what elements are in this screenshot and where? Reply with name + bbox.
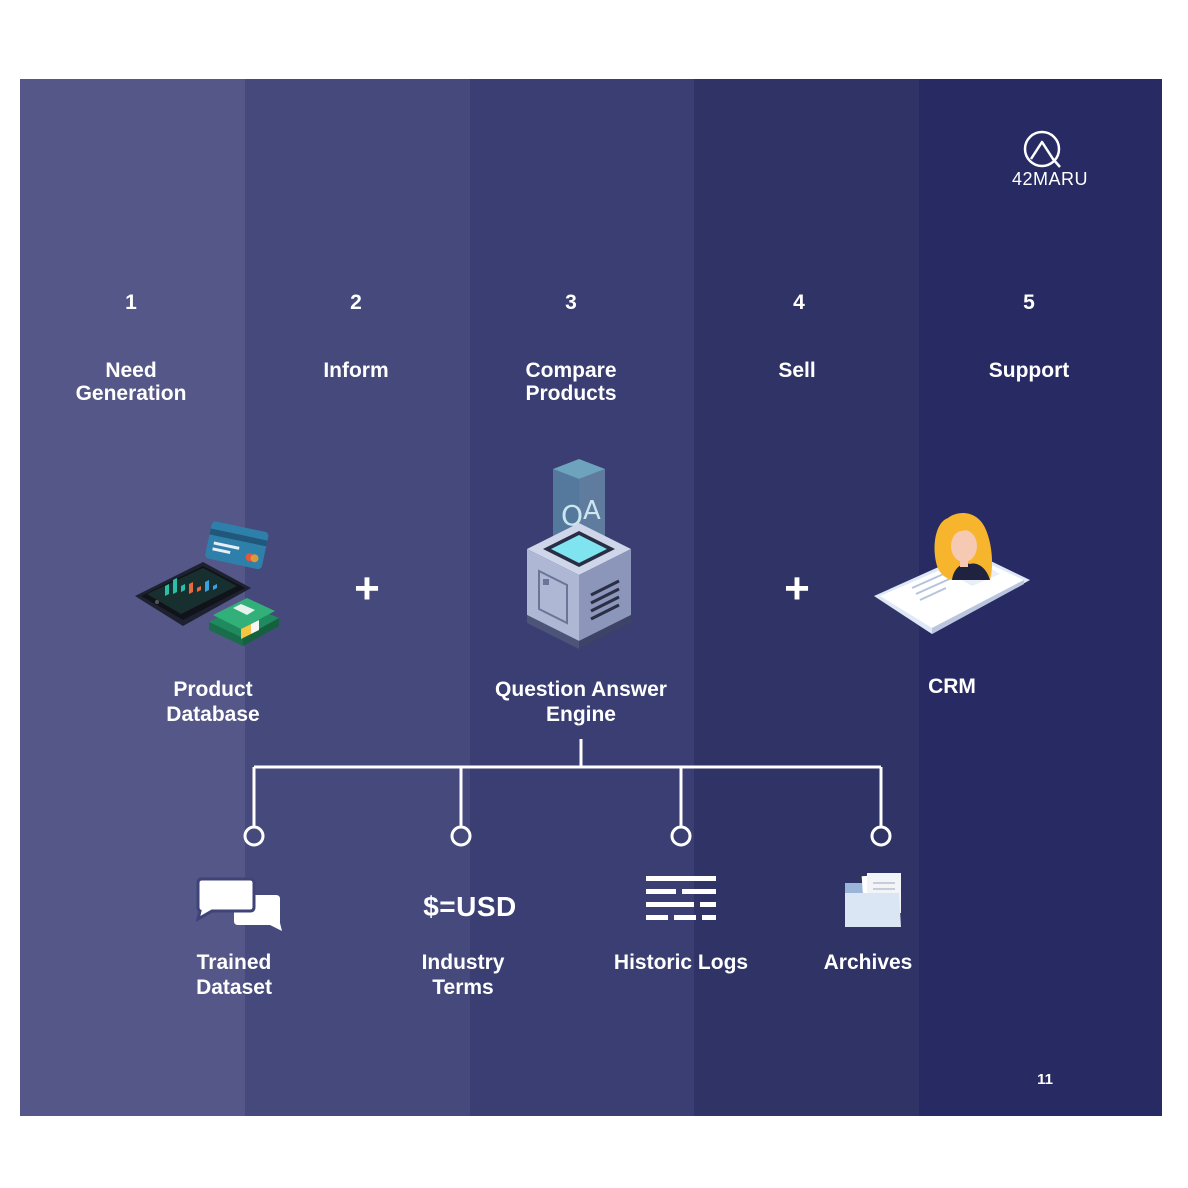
- page-number: 11: [1037, 1071, 1053, 1088]
- industry-terms-label: Industry Terms: [421, 951, 505, 999]
- logo-text: 42MARU: [1011, 169, 1089, 189]
- stage-title-4: Sell: [778, 359, 816, 382]
- currency-equivalence-icon: $=USD: [423, 891, 517, 922]
- product-database-label: Product Database: [166, 678, 260, 726]
- stage-title-5: Support: [988, 359, 1070, 382]
- trained-dataset-label: Trained Dataset: [196, 951, 272, 999]
- company-logo: 42MARU: [995, 129, 1105, 194]
- slide: 42MARU 1 2 3 4 5 Need Generation Inform …: [20, 79, 1162, 1116]
- connector-node: [870, 825, 892, 847]
- qa-server-icon: Q A: [527, 459, 631, 649]
- log-lines-icon: [646, 876, 716, 920]
- historic-logs-label: Historic Logs: [613, 951, 749, 974]
- plus-icon-1: +: [354, 564, 380, 613]
- archives-label: Archives: [823, 951, 913, 974]
- customer-profile-icon: [874, 513, 1030, 634]
- stage-title-2: Inform: [323, 359, 389, 382]
- connector-tree: [243, 739, 892, 847]
- crm-label: CRM: [928, 675, 976, 698]
- connector-node: [243, 825, 265, 847]
- plus-icon-2: +: [784, 564, 810, 613]
- laptop-card-cash-icon: [135, 521, 279, 646]
- stage-column-2: [245, 79, 470, 1116]
- connector-node: [450, 825, 472, 847]
- stage-number-4: 4: [793, 291, 805, 314]
- chat-bubbles-icon: [196, 877, 282, 931]
- connector-node: [670, 825, 692, 847]
- svg-text:A: A: [583, 496, 601, 526]
- stage-number-2: 2: [350, 291, 362, 314]
- stage-title-3: Compare Products: [525, 359, 617, 405]
- stage-number-5: 5: [1023, 291, 1035, 314]
- stage-title-1: Need Generation: [75, 359, 187, 405]
- stage-number-1: 1: [125, 291, 137, 314]
- logo-mark-icon: [1023, 130, 1061, 168]
- qa-engine-label: Question Answer Engine: [495, 678, 667, 726]
- folder-documents-icon: [845, 873, 901, 927]
- stage-number-3: 3: [565, 291, 577, 314]
